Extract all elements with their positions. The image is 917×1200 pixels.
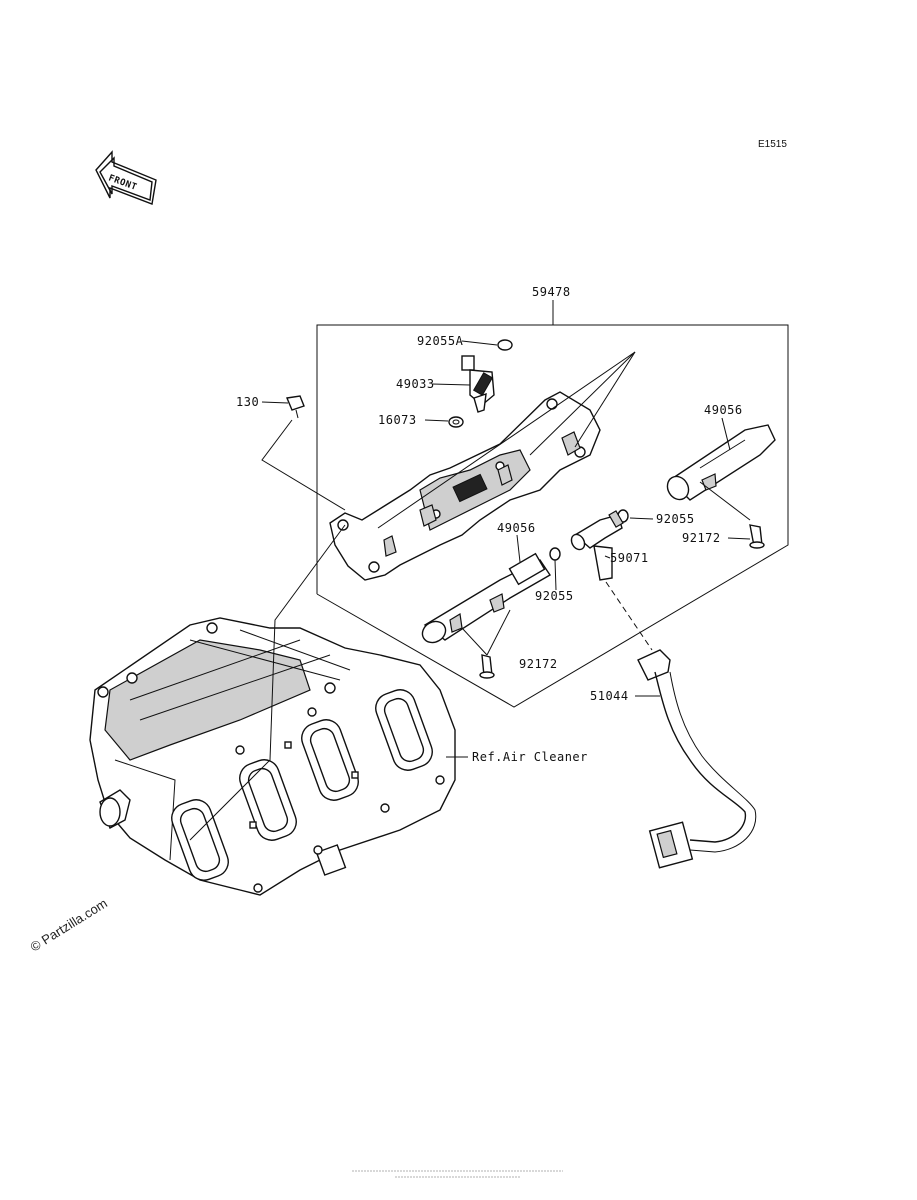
bolt-130: [286, 395, 305, 419]
fuel-pipe-49056-center: [421, 552, 551, 644]
hose-51044: [637, 649, 757, 869]
watermark: © Partzilla.com: [28, 895, 110, 954]
label-92172-bottom: 92172: [519, 657, 558, 671]
label-59071: 59071: [610, 551, 649, 565]
injector-49033: [461, 355, 495, 413]
label-16073: 16073: [378, 413, 417, 427]
label-92055-right: 92055: [656, 512, 695, 526]
assembly-leaders: [377, 351, 636, 529]
assembly-bracket-59478: [316, 300, 789, 708]
label-49056-right: 49056: [704, 403, 743, 417]
label-130: 130: [236, 395, 259, 409]
oring-92055A: [497, 339, 513, 351]
label-51044: 51044: [590, 689, 629, 703]
washer-16073: [448, 416, 464, 428]
label-92055-center: 92055: [535, 589, 574, 603]
label-49056-center: 49056: [497, 521, 536, 535]
oring-92055-center: [549, 547, 561, 561]
label-92172-right: 92172: [682, 531, 721, 545]
label-59478: 59478: [532, 285, 571, 299]
screw-92172-bottom: [479, 654, 495, 679]
label-92055A: 92055A: [417, 334, 464, 348]
diagram-code: E1515: [758, 139, 787, 150]
connector-59071: [570, 510, 624, 581]
fuel-pipe-49056-right: [666, 424, 776, 501]
label-49033: 49033: [396, 377, 435, 391]
front-arrow-icon: FRONT: [95, 150, 157, 205]
label-ref-air-cleaner: Ref.Air Cleaner: [472, 750, 588, 764]
fuel-rail-assembly: [329, 391, 601, 581]
air-cleaner-housing: [89, 617, 456, 896]
screw-92172-right: [749, 524, 765, 549]
